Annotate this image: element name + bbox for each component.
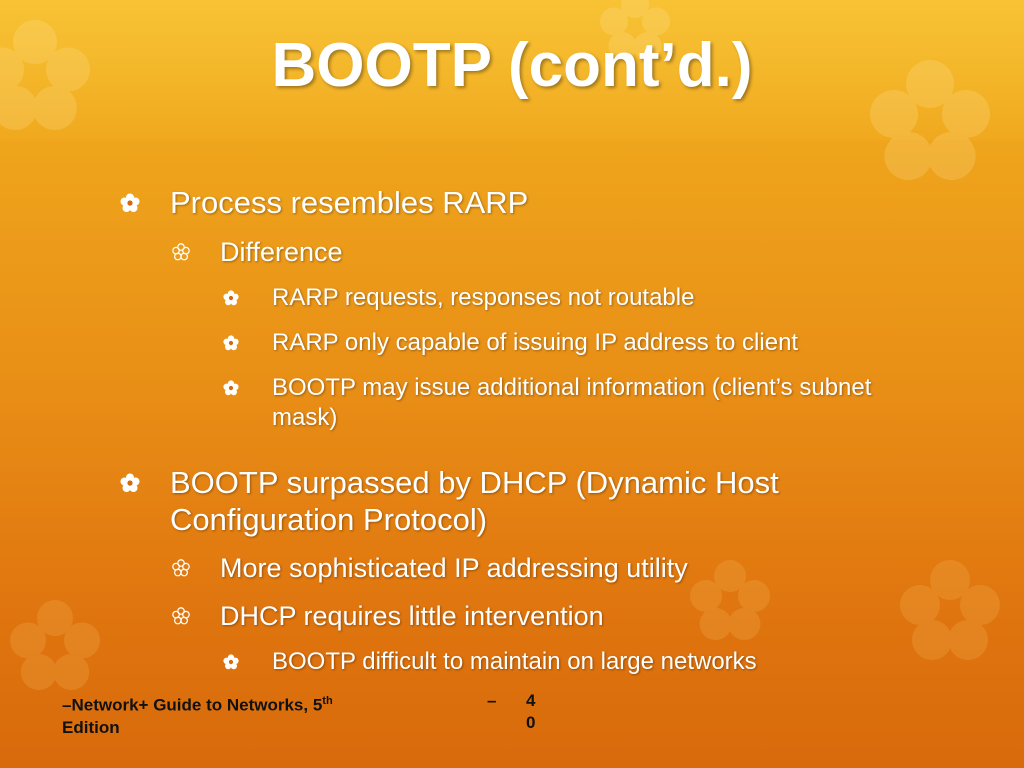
flower-bullet-icon: [223, 335, 239, 351]
outline-flower-bullet-icon: [172, 607, 190, 625]
footer-superscript: th: [322, 695, 333, 707]
outline-flower-bullet-icon: [172, 559, 190, 577]
flower-bullet-icon: [120, 473, 140, 492]
background-flower-icon: [870, 60, 990, 180]
background-flower-icon: [900, 560, 1000, 660]
background-flower-icon: [0, 20, 90, 130]
background-flower-icon: [10, 600, 100, 690]
page-number-line1: 4: [526, 691, 536, 710]
outline-flower-bullet-icon: [172, 243, 190, 261]
flower-bullet-icon: [223, 654, 239, 670]
bullet-rarp-not-routable: RARP requests, responses not routable: [272, 284, 695, 311]
background-flower-icon: [600, 0, 670, 60]
bullet-bootp-additional-info: BOOTP may issue additional information (…: [272, 374, 872, 431]
flower-bullet-icon: [223, 380, 239, 396]
footer-book-name: Network+ Guide to Networks, 5: [71, 695, 323, 715]
bullet-difference: Difference: [220, 237, 343, 267]
header-band: [0, 0, 1024, 140]
background-flower-icon: [690, 560, 770, 640]
flower-bullet-icon: [120, 193, 140, 212]
slide-title: BOOTP (cont’d.): [271, 31, 753, 100]
bullet-bootp-difficult-to-maintain: BOOTP difficult to maintain on large net…: [272, 648, 757, 675]
flower-bullet-icon: [223, 290, 239, 306]
footer-edition: Edition: [62, 717, 120, 737]
bullet-process-resembles-rarp: Process resembles RARP: [170, 185, 529, 220]
footer-dash-prefix: –: [62, 695, 72, 715]
bullet-dhcp-little-intervention: DHCP requires little intervention: [220, 601, 604, 631]
bullet-bootp-surpassed-by-dhcp: BOOTP surpassed by DHCP (Dynamic Host Co…: [170, 465, 779, 537]
footer-dash: –: [487, 691, 497, 710]
bullet-rarp-only-ip-address: RARP only capable of issuing IP address …: [272, 329, 799, 356]
page-number-line2: 0: [526, 713, 536, 732]
bullet-sophisticated-ip-utility: More sophisticated IP addressing utility: [220, 553, 688, 583]
